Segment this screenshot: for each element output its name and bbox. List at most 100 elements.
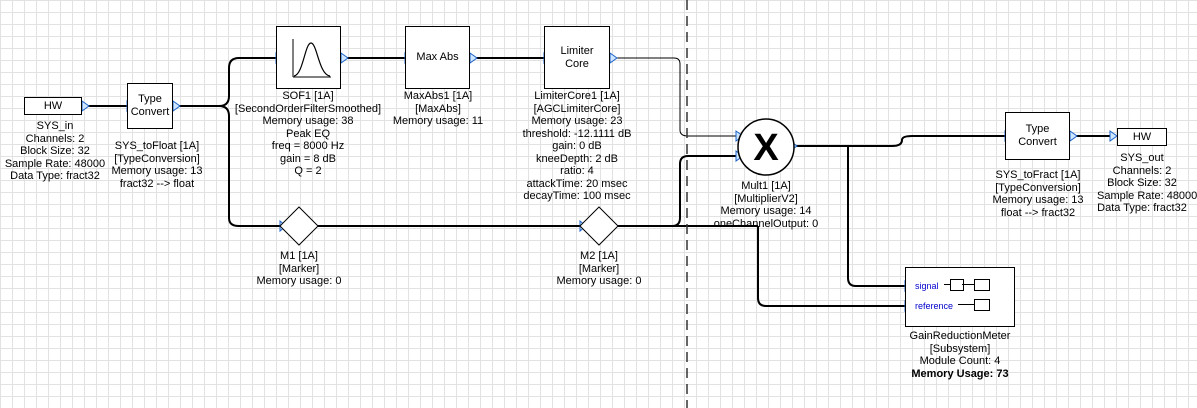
info-line: M1 [1A] bbox=[280, 250, 318, 262]
info-line: [Marker] bbox=[578, 262, 620, 275]
sys-out-info: SYS_out Channels: 2 Block Size: 32 Sampl… bbox=[1097, 152, 1197, 215]
info-line: M2 [1A] bbox=[580, 250, 618, 262]
info-line: [Subsystem] bbox=[929, 342, 991, 355]
info-line: Memory usage: 11 bbox=[392, 115, 484, 127]
info-line: Block Size: 32 bbox=[1107, 177, 1177, 189]
maxabs1-block[interactable]: Max Abs bbox=[405, 26, 470, 89]
wire-limiter-to-mult bbox=[610, 57, 736, 137]
sys-in-port[interactable]: HW bbox=[24, 97, 82, 115]
m2-marker-diamond[interactable] bbox=[579, 206, 619, 246]
info-line: SYS_toFract [1A] bbox=[995, 169, 1081, 181]
grm-inner-module bbox=[974, 299, 990, 311]
port-limiter-out bbox=[609, 52, 618, 64]
wire-m2-to-reference bbox=[757, 226, 905, 307]
grm-info: GainReductionMeter [Subsystem] Module Co… bbox=[890, 330, 1030, 380]
sys-in-info: SYS_in Channels: 2 Block Size: 32 Sample… bbox=[0, 120, 110, 183]
info-line: kneeDepth: 2 dB bbox=[536, 152, 618, 165]
wire-float-to-m1 bbox=[218, 105, 280, 227]
info-line: Memory usage: 13 bbox=[992, 194, 1084, 206]
mult1-symbol: X bbox=[753, 127, 779, 169]
info-line: threshold: -12.1111 dB bbox=[522, 127, 632, 140]
limiter1-label-1: Limiter bbox=[560, 44, 594, 57]
info-line: decayTime: 100 msec bbox=[523, 190, 631, 202]
wire-mult-to-tofract bbox=[796, 135, 1005, 147]
info-line: Block Size: 32 bbox=[20, 145, 90, 157]
info-line: LimiterCore1 [1A] bbox=[534, 90, 620, 102]
maxabs1-label: Max Abs bbox=[416, 51, 459, 63]
grm-inner-module bbox=[950, 279, 964, 291]
info-line: Data Type: fract32 bbox=[1097, 202, 1187, 214]
m1-marker-diamond[interactable] bbox=[279, 206, 319, 246]
grm-inner-wire bbox=[962, 284, 974, 285]
info-line: fract32 --> float bbox=[119, 177, 195, 190]
info-line: Sample Rate: 48000 bbox=[4, 157, 106, 170]
to-fract-block[interactable]: Type Convert bbox=[1005, 112, 1070, 160]
grm-inner-wire bbox=[944, 284, 950, 285]
port-sysout-in bbox=[1109, 130, 1118, 142]
sys-in-port-label: HW bbox=[43, 100, 63, 112]
info-line: Memory usage: 0 bbox=[556, 275, 642, 287]
to-fract-label-2: Convert bbox=[1018, 136, 1057, 148]
sys-out-port[interactable]: HW bbox=[1117, 128, 1167, 146]
info-line: Module Count: 4 bbox=[919, 355, 1001, 367]
info-line: ratio: 4 bbox=[560, 165, 594, 177]
port-maxabs-out bbox=[469, 52, 478, 64]
info-line: attackTime: 20 msec bbox=[526, 177, 628, 190]
to-float-label-1: Type bbox=[138, 93, 162, 105]
info-line: [SecondOrderFilterSmoothed] bbox=[234, 102, 382, 115]
info-line: Data Type: fract32 bbox=[10, 170, 100, 182]
info-line: GainReductionMeter bbox=[909, 330, 1011, 342]
to-float-block[interactable]: Type Convert bbox=[127, 83, 173, 129]
to-float-label-2: Convert bbox=[130, 106, 170, 118]
info-line: [TypeConversion] bbox=[114, 152, 200, 165]
port-tofract-out bbox=[1069, 130, 1078, 142]
grm-inner-wire bbox=[958, 304, 974, 305]
wire-float-to-sof1 bbox=[173, 57, 276, 107]
port-sysin-out bbox=[81, 100, 90, 112]
sof1-info: SOF1 [1A] [SecondOrderFilterSmoothed] Me… bbox=[228, 90, 388, 178]
to-fract-info: SYS_toFract [1A] [TypeConversion] Memory… bbox=[978, 169, 1098, 219]
bell-curve-icon bbox=[292, 38, 331, 77]
to-float-info: SYS_toFloat [1A] [TypeConversion] Memory… bbox=[100, 140, 214, 190]
info-line: Peak EQ bbox=[285, 127, 331, 140]
info-line: Memory usage: 14 bbox=[720, 205, 812, 217]
info-line: SYS_in bbox=[36, 120, 74, 132]
limiter1-info: LimiterCore1 [1A] [AGCLimiterCore] Memor… bbox=[512, 90, 642, 203]
info-line: gain: 0 dB bbox=[552, 140, 602, 152]
wire-m2-to-mult bbox=[671, 155, 736, 227]
sys-out-port-label: HW bbox=[1132, 131, 1152, 143]
info-line: MaxAbs1 [1A] bbox=[403, 90, 473, 102]
info-line: oneChannelOutput: 0 bbox=[713, 217, 819, 230]
info-line: [MaxAbs] bbox=[415, 102, 461, 115]
info-line: [Marker] bbox=[278, 262, 320, 275]
info-line: gain = 8 dB bbox=[280, 152, 336, 165]
info-line: float --> fract32 bbox=[1000, 206, 1076, 219]
grm-inner-module bbox=[974, 279, 990, 291]
info-line: Memory usage: 0 bbox=[256, 275, 342, 287]
mult1-circle[interactable] bbox=[737, 118, 795, 176]
info-line: Memory usage: 23 bbox=[531, 115, 623, 127]
sof1-block[interactable] bbox=[276, 26, 341, 89]
wire-mult-to-signal bbox=[847, 146, 905, 287]
info-line: Memory usage: 38 bbox=[262, 115, 354, 127]
m1-info: M1 [1A] [Marker] Memory usage: 0 bbox=[249, 250, 349, 288]
info-line: SYS_out bbox=[1120, 152, 1164, 164]
info-line: Mult1 [1A] bbox=[741, 180, 791, 192]
info-line: Q = 2 bbox=[294, 165, 322, 177]
info-line: Channels: 2 bbox=[25, 132, 85, 145]
port-tofloat-out bbox=[172, 100, 181, 112]
info-line: SYS_toFloat [1A] bbox=[114, 140, 200, 152]
grm-memory-usage: Memory Usage: 73 bbox=[911, 367, 1009, 380]
info-line: Sample Rate: 48000 bbox=[1097, 189, 1197, 202]
info-line: [MultiplierV2] bbox=[734, 192, 798, 205]
info-line: Channels: 2 bbox=[1112, 164, 1172, 177]
grm-block[interactable]: signal reference bbox=[905, 267, 1015, 327]
to-fract-label-1: Type bbox=[1025, 123, 1050, 135]
grm-reference-label: reference bbox=[915, 301, 954, 311]
limiter1-block[interactable]: Limiter Core bbox=[544, 26, 610, 89]
limiter1-label-2: Core bbox=[565, 57, 589, 70]
info-line: SOF1 [1A] bbox=[282, 90, 334, 102]
maxabs1-info: MaxAbs1 [1A] [MaxAbs] Memory usage: 11 bbox=[388, 90, 488, 128]
m2-info: M2 [1A] [Marker] Memory usage: 0 bbox=[549, 250, 649, 288]
